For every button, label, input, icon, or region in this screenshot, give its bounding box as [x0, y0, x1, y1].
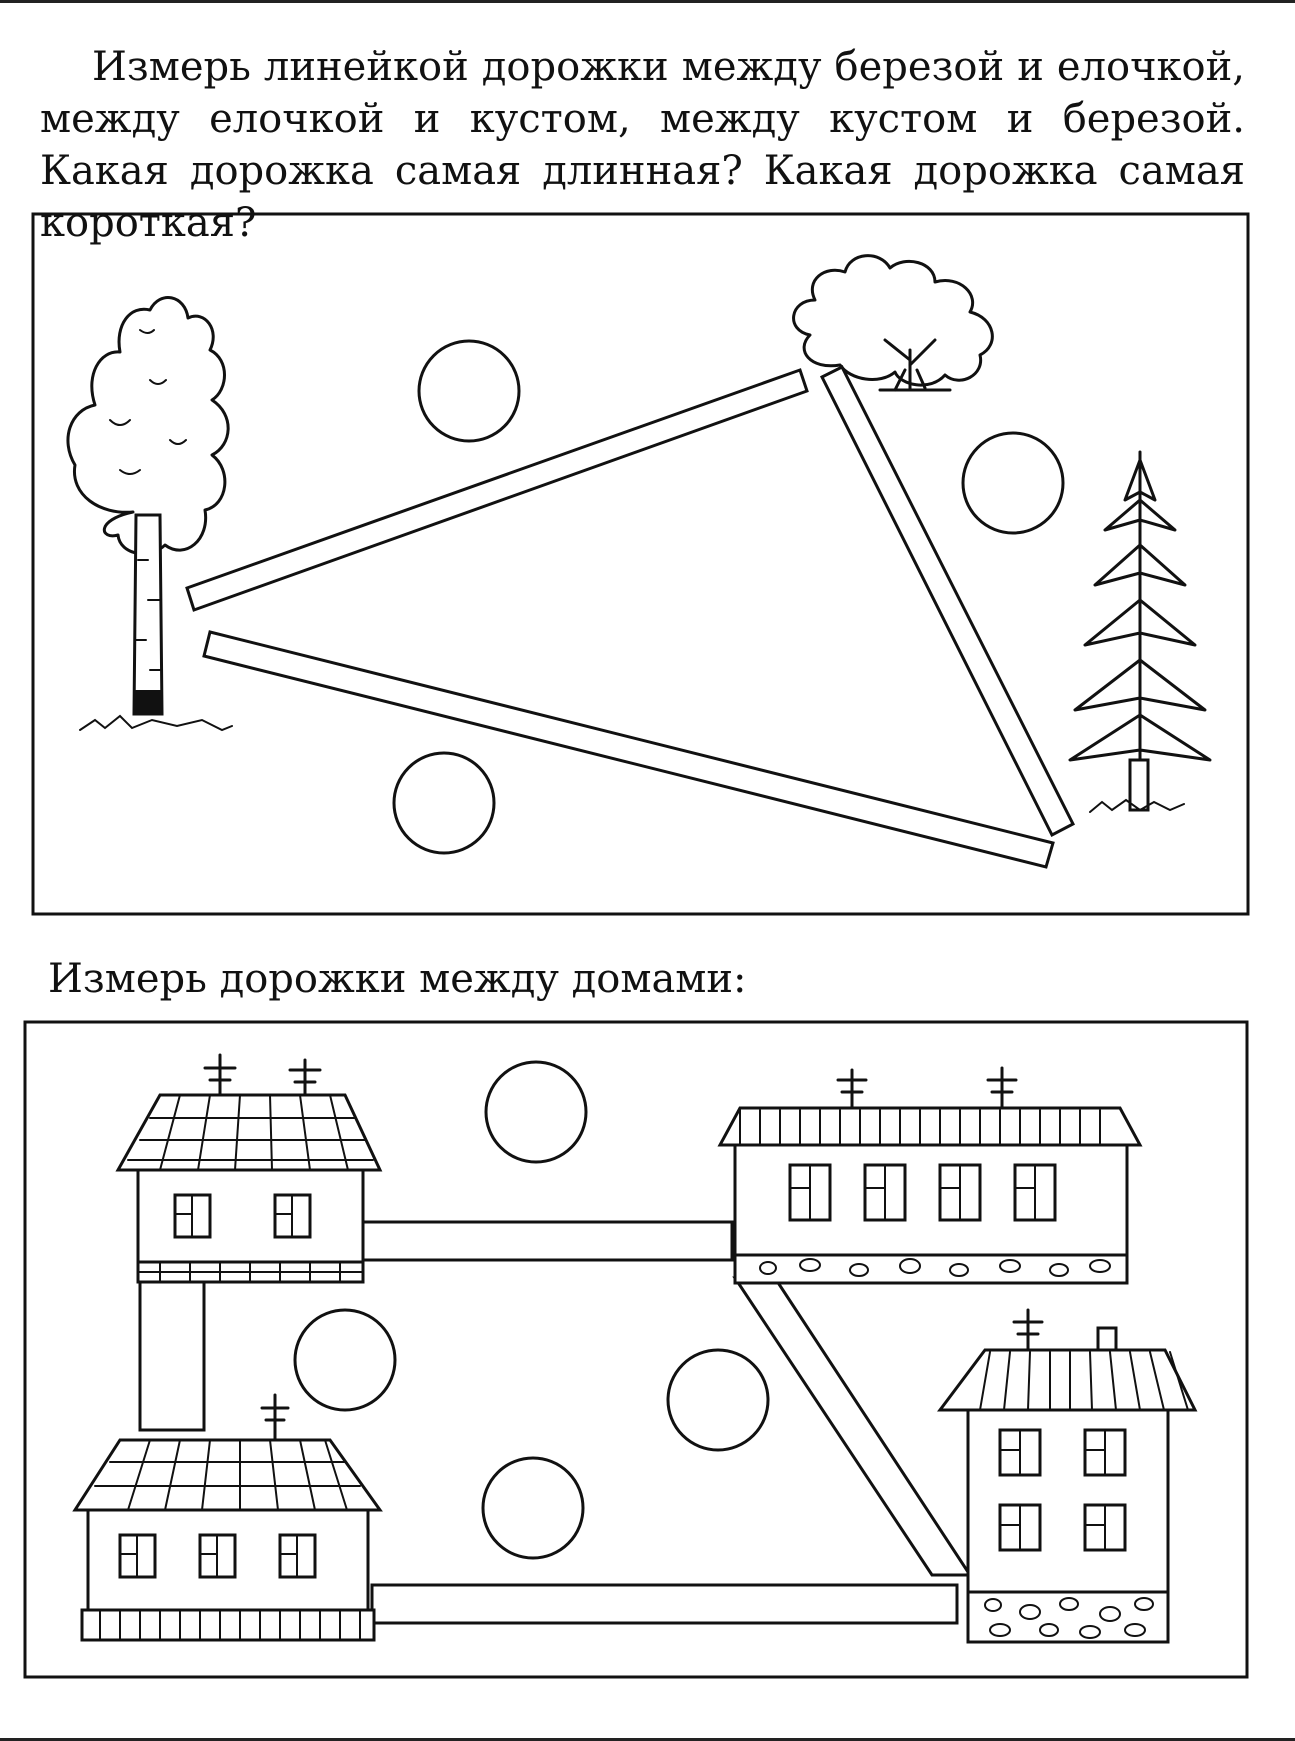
path-birch-spruce [202, 630, 1055, 869]
bush-icon [792, 254, 994, 392]
answer-circle-house1-house3[interactable] [293, 1308, 397, 1412]
house-icon [72, 1393, 383, 1642]
answer-circle-house2-house4[interactable] [666, 1348, 770, 1452]
house-icon [115, 1053, 383, 1284]
path-house1-house3 [138, 1280, 206, 1432]
answer-circle-birch-spruce[interactable] [392, 751, 496, 855]
answer-circle-house3-house4[interactable] [481, 1456, 585, 1560]
house-icon [937, 1308, 1198, 1644]
answer-circle-house1-house2[interactable] [484, 1060, 588, 1164]
path-house2-house4 [732, 1276, 973, 1577]
answer-circle-birch-bush[interactable] [417, 339, 521, 443]
task1-instruction: Измерь линейкой дорожки между березой и … [40, 44, 1245, 246]
path-house3-house4 [370, 1583, 959, 1625]
spruce-tree-icon [1068, 450, 1212, 813]
house-icon [717, 1066, 1143, 1285]
path-birch-bush [185, 368, 809, 612]
path-house1-house2 [358, 1220, 734, 1262]
birch-tree-icon [66, 296, 233, 732]
answer-circle-bush-spruce[interactable] [961, 431, 1065, 535]
task1-panel-frame [31, 212, 1250, 916]
task2-instruction: Измерь дорожки между домами: [48, 956, 747, 1002]
task2-panel-frame [23, 1020, 1249, 1679]
path-bush-spruce [819, 364, 1076, 838]
